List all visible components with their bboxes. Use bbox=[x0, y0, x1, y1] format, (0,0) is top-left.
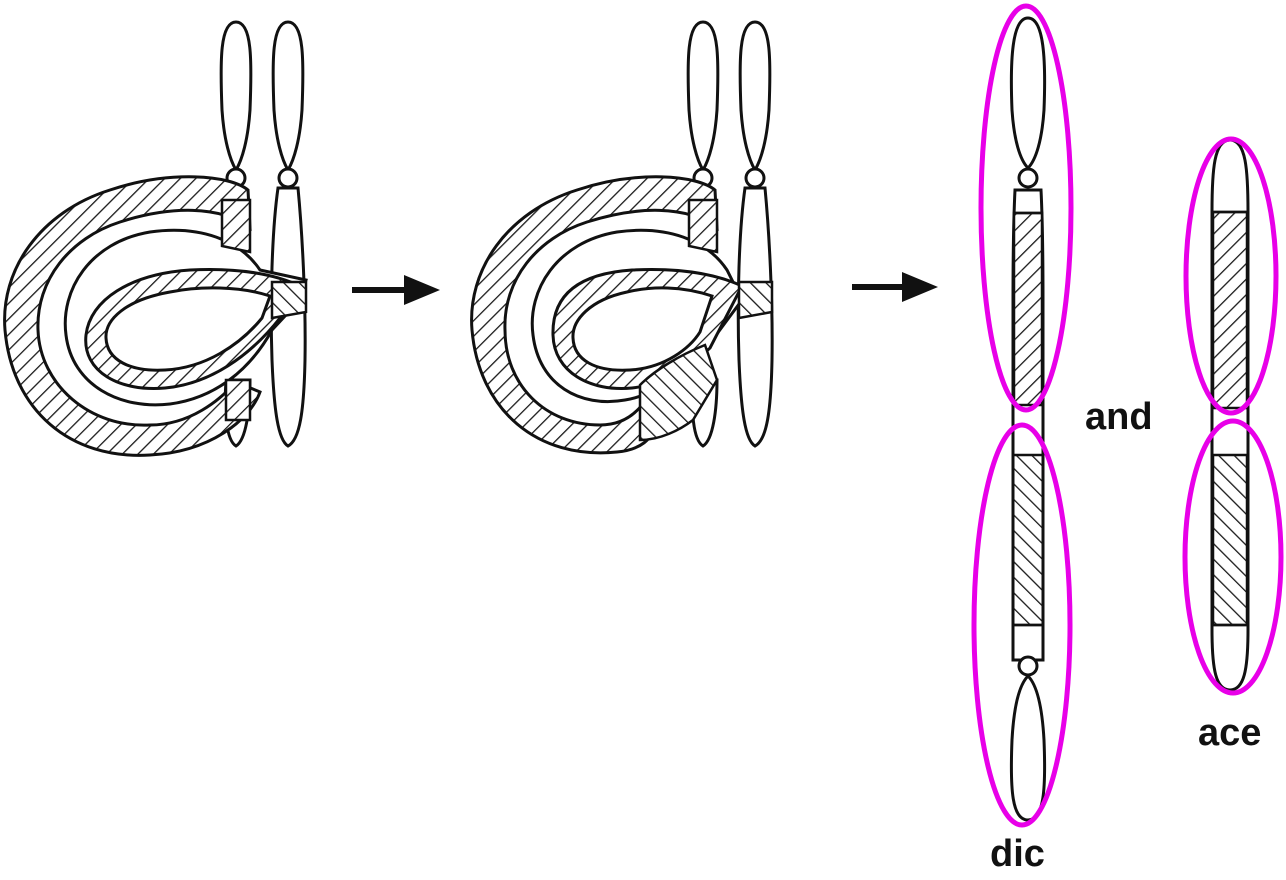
dicentric-chromosome bbox=[1011, 18, 1044, 820]
stage-2-loop bbox=[472, 177, 772, 453]
label-ace: ace bbox=[1198, 714, 1261, 752]
label-and: and bbox=[1085, 398, 1153, 436]
arrow-right-icon bbox=[852, 272, 938, 302]
stage-1-loop-chromosomes bbox=[5, 22, 306, 455]
stage-1-upper-arms bbox=[221, 22, 303, 187]
stage-2-loop-chromosomes bbox=[472, 22, 773, 453]
stage-1-loop bbox=[5, 177, 306, 456]
stage-2-upper-arms bbox=[688, 22, 770, 187]
label-dic: dic bbox=[990, 835, 1045, 873]
arrow-right-icon bbox=[352, 275, 440, 305]
